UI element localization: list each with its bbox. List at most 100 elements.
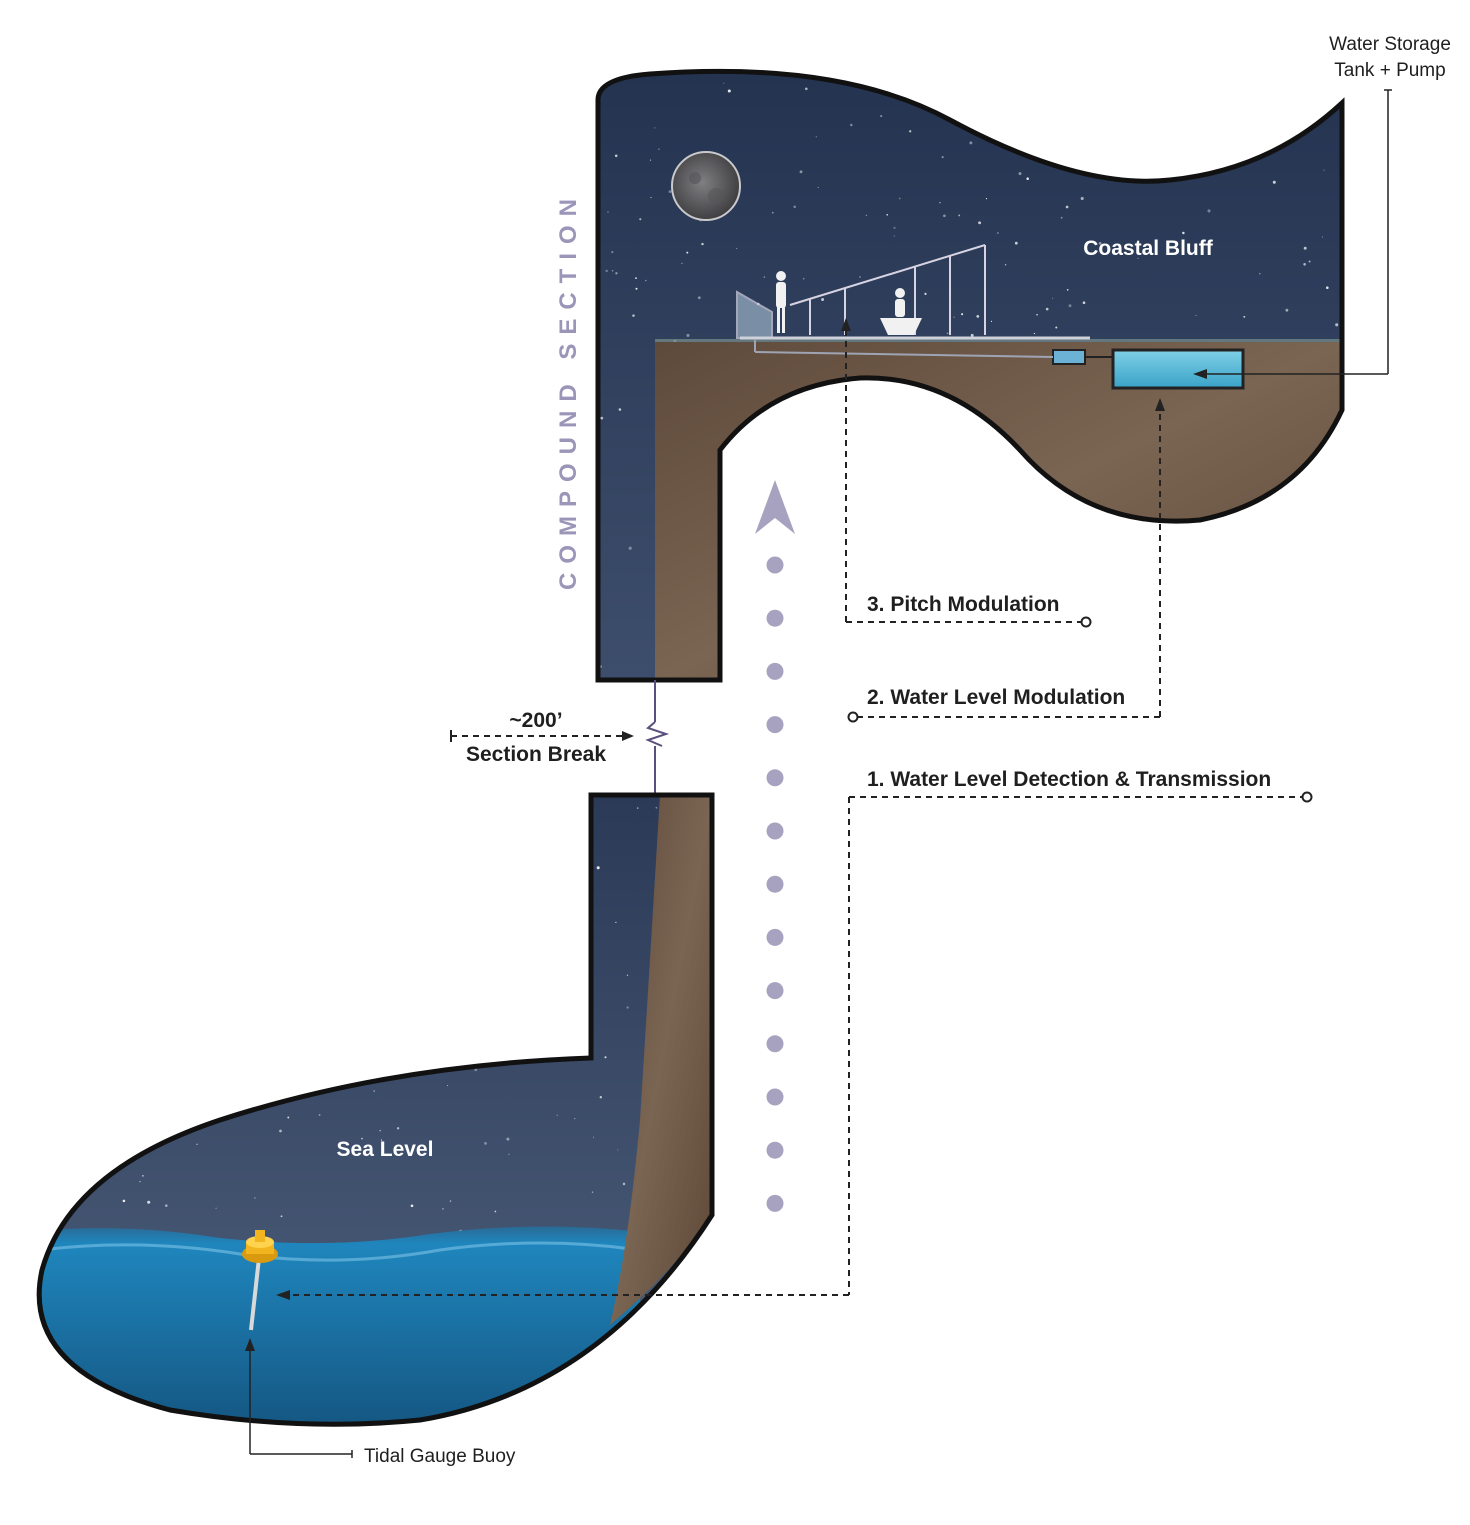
star: [969, 141, 973, 145]
sea-water: [39, 1226, 640, 1425]
seated-figure-icon: [880, 288, 922, 335]
star: [204, 978, 207, 980]
star: [132, 866, 135, 868]
star: [1143, 158, 1145, 160]
star: [1247, 569, 1249, 572]
sea-section: Sea Level: [36, 792, 715, 1427]
star: [611, 250, 614, 254]
star: [556, 1114, 558, 1117]
arrow-dot: [766, 1035, 784, 1053]
star: [681, 262, 683, 265]
star: [1325, 669, 1327, 671]
star: [1082, 301, 1086, 305]
star: [817, 186, 819, 188]
star: [815, 136, 817, 138]
bluff-section: Coastal Bluff: [595, 61, 1345, 683]
star: [506, 1137, 510, 1141]
star: [965, 91, 967, 94]
star: [59, 891, 63, 895]
pump-icon: [1052, 349, 1086, 365]
star: [1065, 205, 1069, 209]
star: [1219, 521, 1222, 525]
storage-callout-leader: [1205, 89, 1392, 375]
star: [147, 1200, 151, 1204]
star: [645, 279, 647, 282]
star: [611, 270, 614, 272]
star: [1274, 526, 1277, 528]
star: [1040, 497, 1043, 501]
star: [396, 1127, 400, 1130]
star: [952, 665, 956, 669]
star: [371, 1047, 375, 1051]
star: [976, 315, 980, 318]
star: [410, 1204, 414, 1208]
star: [413, 944, 417, 948]
star: [1285, 308, 1289, 312]
star: [923, 578, 926, 581]
star: [116, 891, 118, 893]
star: [1068, 304, 1072, 308]
star: [829, 565, 832, 568]
star: [658, 148, 660, 150]
star: [48, 807, 51, 810]
star: [898, 197, 901, 200]
star: [997, 582, 999, 584]
arrow-dot: [766, 822, 784, 840]
star: [141, 1174, 144, 1177]
star: [1326, 286, 1329, 289]
star: [723, 536, 727, 539]
star: [150, 985, 153, 987]
star: [626, 1006, 629, 1009]
star: [1052, 297, 1054, 299]
arrow-dot: [766, 1088, 784, 1106]
buoy-callout-leader: [249, 1350, 353, 1458]
star: [437, 853, 440, 856]
star: [1093, 61, 1095, 63]
star: [1228, 524, 1232, 527]
star: [1186, 74, 1189, 77]
star: [776, 647, 778, 649]
star: [466, 915, 469, 918]
star: [946, 332, 949, 335]
star: [804, 87, 808, 91]
star: [122, 1199, 126, 1203]
star: [917, 630, 919, 632]
star: [723, 82, 725, 84]
star: [604, 1056, 607, 1059]
star: [1321, 109, 1324, 113]
star: [735, 589, 739, 592]
sea-outline: [36, 792, 715, 1427]
star: [99, 826, 103, 830]
star: [615, 921, 617, 924]
star: [368, 965, 371, 967]
arrow-dot: [766, 982, 784, 1000]
star: [727, 89, 731, 93]
star: [1230, 609, 1233, 613]
storage-label-line2: Tank + Pump: [1334, 60, 1445, 81]
star: [1212, 519, 1215, 522]
star: [1182, 231, 1185, 235]
star: [997, 232, 999, 234]
star: [599, 1096, 602, 1099]
star: [1036, 313, 1038, 316]
star: [557, 926, 560, 929]
star: [380, 1139, 383, 1141]
star: [766, 644, 769, 647]
star: [1305, 528, 1307, 530]
star: [1323, 169, 1325, 171]
star: [941, 156, 944, 159]
star: [978, 221, 982, 225]
star: [635, 277, 637, 279]
star: [1089, 598, 1091, 600]
arrow-dot: [766, 556, 784, 574]
star: [1308, 260, 1311, 263]
star: [763, 276, 766, 278]
star: [1272, 180, 1276, 184]
star: [596, 866, 600, 870]
star: [196, 1143, 198, 1145]
star: [574, 1118, 576, 1120]
star: [952, 465, 955, 468]
star: [580, 852, 582, 854]
star: [897, 392, 900, 395]
